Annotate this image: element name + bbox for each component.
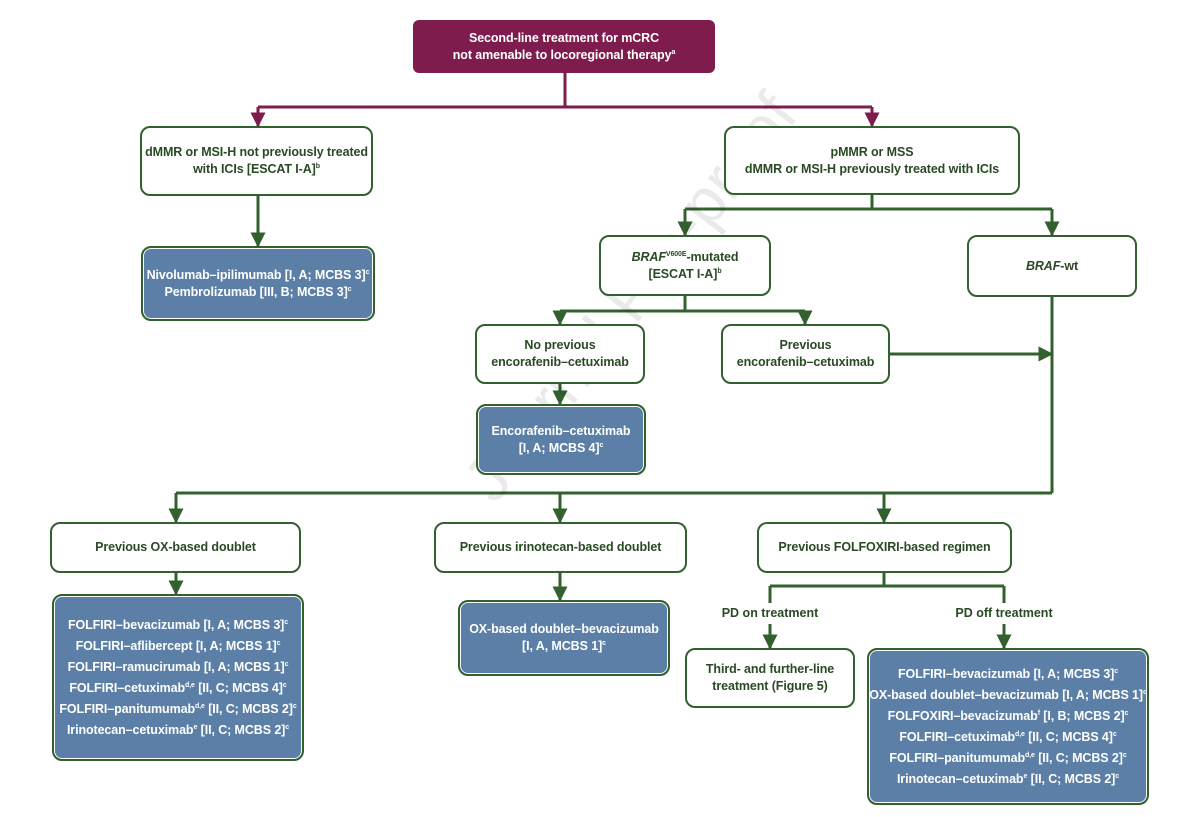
previous-folfoxiri-node: Previous FOLFOXIRI-based regimen: [757, 522, 1012, 573]
ox-bevacizumab-node: OX-based doublet–bevacizumab [I, A, MCBS…: [458, 600, 670, 676]
prev-folfoxiri-label: Previous FOLFOXIRI-based regimen: [778, 540, 991, 554]
pmmr-line-2: dMMR or MSI-H previously treated with IC…: [744, 161, 1000, 176]
ox-item: FOLFIRI–ramucirumab [I, A; MCBS 1]c: [67, 659, 289, 674]
ox-item: FOLFIRI–cetuximabd,e [II, C; MCBS 4]c: [69, 680, 287, 695]
previous-irinotecan-doublet-node: Previous irinotecan-based doublet: [434, 522, 687, 573]
off-item: FOLFIRI–cetuximabd,e [II, C; MCBS 4]c: [899, 729, 1117, 744]
root-line-1: Second-line treatment for mCRC: [468, 30, 660, 45]
off-item: Irinotecan–cetuximabe [II, C; MCBS 2]c: [896, 771, 1120, 786]
immuno-line-1: Nivolumab–ipilimumab [I, A; MCBS 3]c: [146, 267, 370, 282]
no-prev-line-2: encorafenib–cetuximab: [491, 355, 629, 369]
pmmr-line-1: pMMR or MSS: [830, 144, 914, 159]
previous-ox-doublet-node: Previous OX-based doublet: [50, 522, 301, 573]
braf-mut-line-1: BRAFV600E-mutated: [631, 249, 739, 264]
dmmr-line-2: with ICIs [ESCAT I-A]b: [193, 162, 320, 176]
braf-mut-line-2: [ESCAT I-A]b: [648, 266, 722, 281]
third-line-2: treatment (Figure 5): [712, 679, 828, 693]
off-item: FOLFOXIRI–bevacizumabf [I, B; MCBS 2]c: [887, 708, 1129, 723]
encorafenib-cetuximab-node: Encorafenib–cetuximab [I, A; MCBS 4]c: [476, 404, 646, 475]
dmmr-line-1: dMMR or MSI-H not previously treated: [145, 145, 368, 159]
no-previous-encorafenib-node: No previous encorafenib–cetuximab: [475, 324, 645, 384]
immuno-line-2: Pembrolizumab [III, B; MCBS 3]c: [164, 284, 352, 299]
ox-item: FOLFIRI–bevacizumab [I, A; MCBS 3]c: [67, 617, 289, 632]
pd-on-treatment-label: PD on treatment: [721, 606, 819, 620]
enco-line-1: Encorafenib–cetuximab: [491, 423, 631, 438]
prev-enco-line-1: Previous: [779, 338, 832, 352]
prev-enco-line-2: encorafenib–cetuximab: [736, 355, 875, 369]
root-connectors: [250, 73, 880, 128]
prev-ox-label: Previous OX-based doublet: [95, 540, 256, 554]
pd-off-treatment-label: PD off treatment: [955, 606, 1053, 620]
third-line-1: Third- and further-line: [705, 662, 835, 676]
previous-encorafenib-node: Previous encorafenib–cetuximab: [721, 324, 890, 384]
pmmr-node: pMMR or MSS dMMR or MSI-H previously tre…: [724, 126, 1020, 195]
iri-result-line-2: [I, A, MCBS 1]c: [522, 639, 606, 653]
ox-item: FOLFIRI–panitumumabd,e [II, C; MCBS 2]c: [59, 701, 297, 716]
third-line-treatment-node: Third- and further-line treatment (Figur…: [685, 648, 855, 708]
pd-off-treatment-list: FOLFIRI–bevacizumab [I, A; MCBS 3]c OX-b…: [867, 648, 1149, 805]
off-item: FOLFIRI–bevacizumab [I, A; MCBS 3]c: [897, 666, 1119, 681]
iri-result-line-1: OX-based doublet–bevacizumab: [469, 622, 659, 636]
prev-iri-label: Previous irinotecan-based doublet: [459, 540, 662, 554]
dmmr-node: dMMR or MSI-H not previously treated wit…: [140, 126, 373, 196]
root-node: Second-line treatment for mCRC not amena…: [413, 20, 715, 73]
ox-item: Irinotecan–cetuximabe [II, C; MCBS 2]c: [66, 722, 290, 737]
off-item: FOLFIRI–panitumumabd,e [II, C; MCBS 2]c: [889, 750, 1127, 765]
braf-mutated-node: BRAFV600E-mutated [ESCAT I-A]b: [599, 235, 771, 296]
ox-treatment-list: FOLFIRI–bevacizumab [I, A; MCBS 3]c FOLF…: [52, 594, 304, 761]
braf-wt-node: BRAF-wt: [967, 235, 1137, 297]
immunotherapy-node: Nivolumab–ipilimumab [I, A; MCBS 3]c Pem…: [141, 246, 375, 321]
green-connectors: [168, 195, 1060, 650]
braf-wt-label: BRAF-wt: [1025, 258, 1079, 273]
enco-line-2: [I, A; MCBS 4]c: [518, 440, 604, 455]
ox-item: FOLFIRI–aflibercept [I, A; MCBS 1]c: [75, 638, 281, 653]
no-prev-line-1: No previous: [524, 338, 596, 352]
root-line-2: not amenable to locoregional therapya: [452, 47, 676, 62]
off-item: OX-based doublet–bevacizumab [I, A; MCBS…: [869, 687, 1147, 702]
